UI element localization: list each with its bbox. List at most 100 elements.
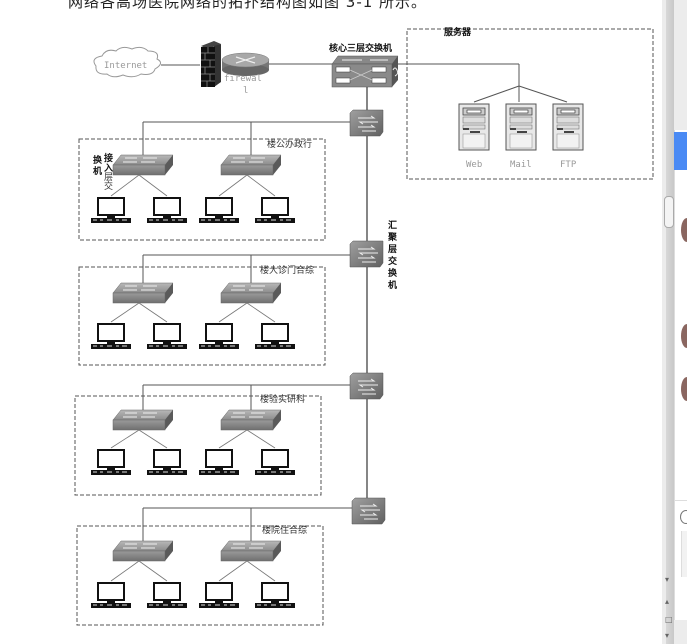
- access-switch-icon: [220, 409, 282, 431]
- pc-link: [246, 174, 276, 197]
- pc-icon: [198, 582, 240, 609]
- access-switch-icon: [220, 154, 282, 176]
- building-block: 楼公办政行: [78, 109, 384, 241]
- aggregation-layer-label: 汇 聚 层 交 换 机: [387, 219, 398, 291]
- access-layer-label: 换 机 接 入 层 交: [93, 152, 113, 192]
- internet-label: Internet: [104, 61, 147, 71]
- svg-text:机: 机: [93, 165, 102, 177]
- building-label: 楼验实研科: [260, 393, 305, 405]
- pc-link: [138, 560, 168, 582]
- pc-icon: [198, 197, 240, 224]
- select-browse-object-icon[interactable]: □: [665, 615, 673, 624]
- server-label-ftp: FTP: [560, 160, 577, 170]
- network-topology-diagram: Internet firewal l 核心三层交换机 服务器 Web: [74, 26, 654, 626]
- pc-icon: [90, 197, 132, 224]
- pc-link: [218, 174, 248, 197]
- pc-icon: [90, 323, 132, 350]
- building-zone-border: [76, 525, 324, 626]
- svg-text:换: 换: [388, 267, 398, 279]
- svg-text:聚: 聚: [387, 232, 398, 243]
- svg-text:入: 入: [103, 163, 113, 174]
- server-zone-label: 服务器: [444, 26, 472, 38]
- svg-text:交: 交: [388, 255, 397, 267]
- pc-link: [246, 560, 276, 582]
- side-panel-header[interactable]: [674, 132, 687, 170]
- pc-icon: [198, 449, 240, 476]
- internet-cloud: Internet: [93, 46, 161, 78]
- firewall-icon: [201, 41, 221, 87]
- status-circle-icon[interactable]: [680, 510, 687, 524]
- side-panel: [674, 130, 687, 620]
- pc-icon: [198, 323, 240, 350]
- page-up-icon[interactable]: ▴: [665, 597, 670, 606]
- access-switch-icon: [112, 409, 174, 431]
- document-caption: 网络各高场医院网络的拓扑结构图如图 3-1 所示。: [68, 0, 428, 11]
- side-panel-divider: [674, 500, 687, 501]
- side-panel-box: [681, 531, 687, 577]
- svg-text:层: 层: [104, 172, 113, 183]
- building-block: 楼大诊门合综: [78, 240, 384, 366]
- aggregation-switch-icon: [349, 109, 384, 137]
- pc-link: [218, 560, 248, 582]
- building-zone-border: [74, 395, 322, 496]
- server-zone-border: [406, 28, 654, 180]
- avatar[interactable]: [681, 377, 687, 401]
- access-switch-icon: [112, 540, 174, 562]
- access-switch-icon: [112, 154, 174, 176]
- pc-icon: [146, 323, 188, 350]
- core-switch-label: 核心三层交换机: [329, 42, 392, 54]
- firewall-label-cont: l: [243, 86, 248, 96]
- pc-link: [110, 560, 140, 582]
- svg-text:汇: 汇: [388, 219, 397, 231]
- scroll-down-icon[interactable]: ▾: [665, 575, 670, 584]
- pc-link: [218, 429, 248, 449]
- pc-icon: [146, 449, 188, 476]
- router-icon: [221, 52, 270, 76]
- core-switch-icon: [331, 55, 399, 88]
- firewall-label: firewal: [224, 74, 262, 84]
- pc-link: [246, 302, 276, 323]
- building-zone-border: [78, 266, 326, 366]
- access-switch-icon: [220, 282, 282, 304]
- svg-text:换: 换: [93, 154, 103, 166]
- pc-icon: [254, 449, 296, 476]
- pc-icon: [90, 582, 132, 609]
- svg-text:机: 机: [388, 279, 397, 291]
- pc-link: [246, 429, 276, 449]
- scrollbar-thumb[interactable]: [664, 196, 674, 228]
- scrollbar-track[interactable]: [666, 0, 674, 644]
- pc-link: [218, 302, 248, 323]
- pc-icon: [146, 582, 188, 609]
- page-down-icon[interactable]: ▾: [665, 631, 670, 640]
- aggregation-switch-icon: [351, 497, 386, 525]
- access-switch-icon: [112, 282, 174, 304]
- pc-link: [110, 174, 140, 197]
- web-server-icon: [458, 103, 490, 151]
- pc-icon: [90, 449, 132, 476]
- pc-link: [138, 174, 168, 197]
- svg-text:层: 层: [388, 244, 397, 255]
- server-label-web: Web: [466, 160, 482, 170]
- avatar[interactable]: [681, 324, 687, 348]
- building-label: 楼大诊门合综: [260, 264, 314, 276]
- svg-text:交: 交: [104, 180, 113, 192]
- ftp-server-icon: [552, 103, 584, 151]
- pc-link: [110, 429, 140, 449]
- building-label: 楼院住合综: [262, 524, 307, 536]
- avatar[interactable]: [681, 218, 687, 242]
- pc-icon: [254, 582, 296, 609]
- building-label: 楼公办政行: [267, 138, 312, 150]
- pc-link: [138, 429, 168, 449]
- svg-text:接: 接: [104, 152, 113, 164]
- pc-icon: [146, 197, 188, 224]
- server-label-mail: Mail: [510, 160, 532, 170]
- building-block: 楼验实研科: [74, 372, 384, 496]
- pc-link: [110, 302, 140, 323]
- access-switch-icon: [220, 540, 282, 562]
- pc-icon: [254, 197, 296, 224]
- building-zone-border: [78, 138, 326, 241]
- pc-icon: [254, 323, 296, 350]
- aggregation-switch-icon: [349, 240, 384, 268]
- pc-link: [138, 302, 168, 323]
- building-block: 楼院住合综: [76, 497, 386, 626]
